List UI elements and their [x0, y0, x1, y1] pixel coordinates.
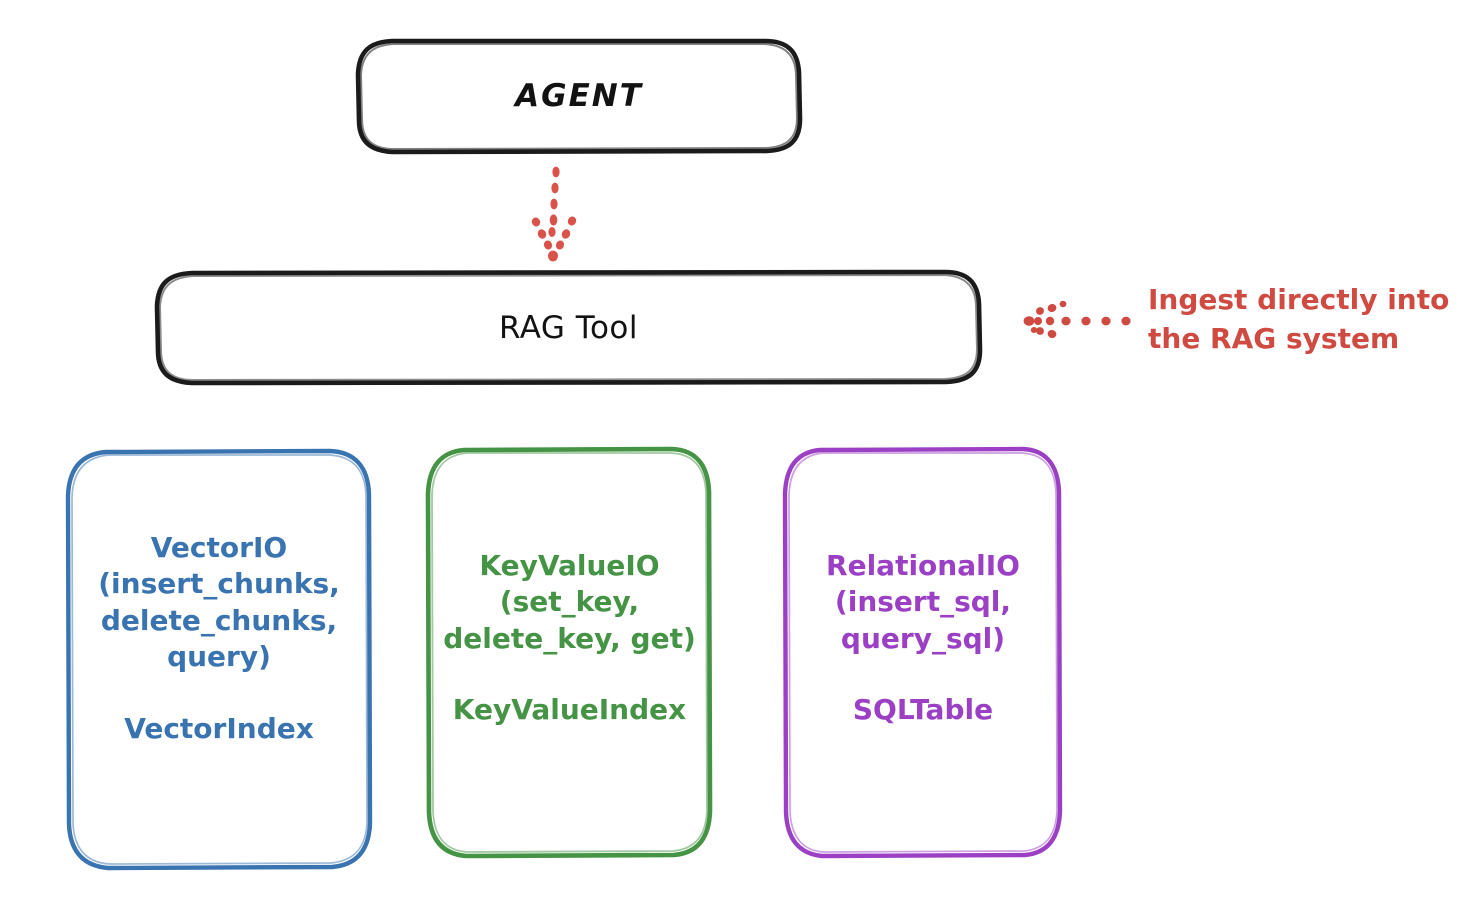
agent-to-rag-arrow	[531, 166, 577, 262]
vectorio-box[interactable]	[65, 448, 373, 871]
rag-tool-box[interactable]	[154, 269, 983, 386]
relationalio-box[interactable]	[782, 446, 1063, 859]
keyvalueio-box[interactable]	[425, 446, 713, 859]
ingest-arrow	[1023, 300, 1131, 339]
agent-box[interactable]	[355, 38, 803, 155]
